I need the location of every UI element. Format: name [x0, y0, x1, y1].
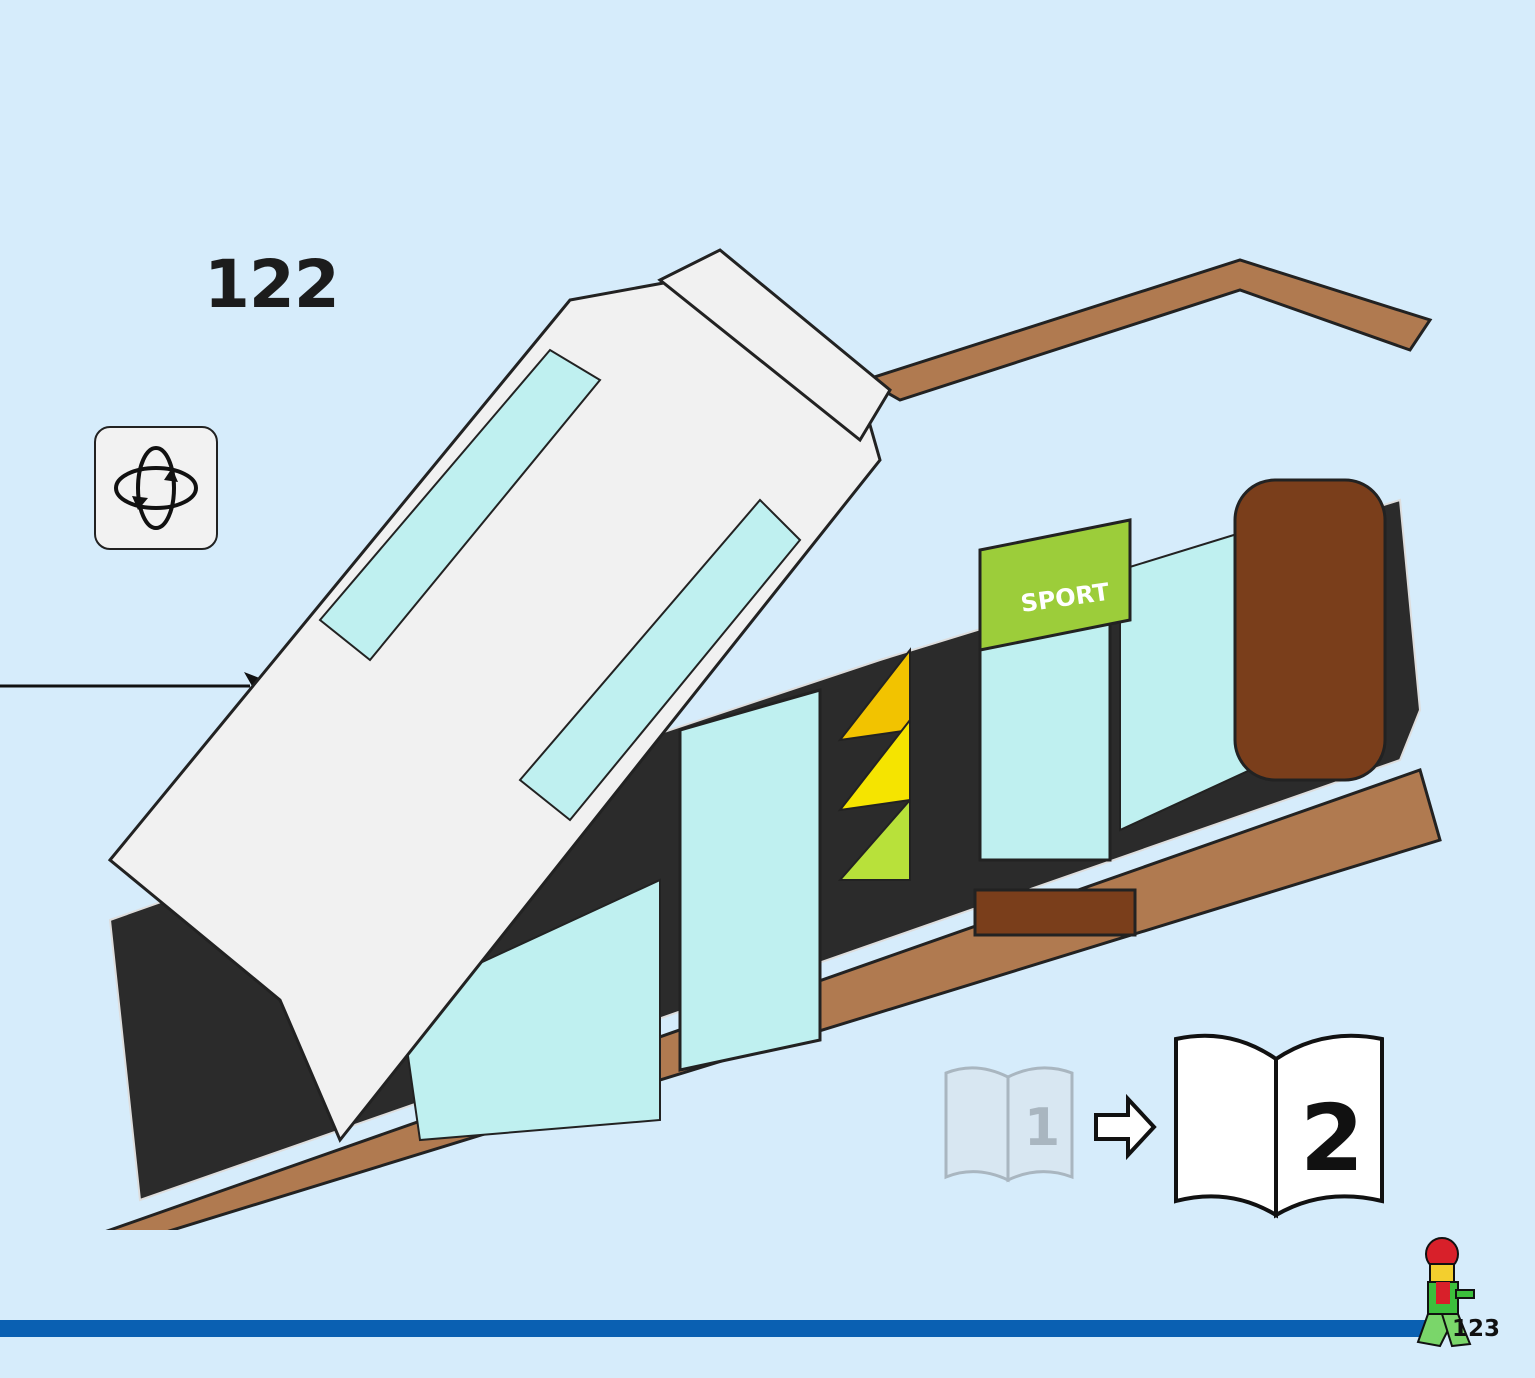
footer-bar: [0, 1320, 1440, 1337]
book-flow: [944, 1033, 1384, 1219]
lego-sport-shop-model: SPORT: [105, 248, 1442, 1230]
book-2-icon: [1174, 1033, 1384, 1219]
book-2-number: 2: [1300, 1085, 1365, 1192]
book-1-icon: [944, 1066, 1074, 1183]
rotate-model-icon: [94, 426, 218, 550]
page-number: 123: [1452, 1316, 1501, 1342]
arrow-right-outline-icon: [1094, 1093, 1157, 1161]
minifigure-walking-icon: [1416, 1237, 1475, 1348]
book-1-number: 1: [1024, 1098, 1061, 1158]
step-number: 122: [204, 246, 340, 323]
